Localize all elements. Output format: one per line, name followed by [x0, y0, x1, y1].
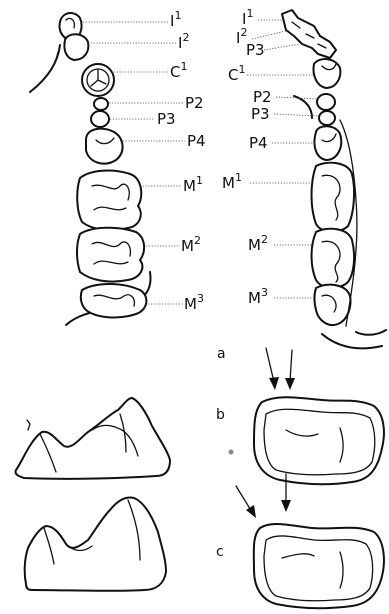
panel-label-a: a	[217, 346, 226, 362]
right-incisor-fragments	[282, 10, 336, 58]
right-m1-tooth	[312, 163, 355, 232]
right-label-m3: M3	[248, 286, 268, 307]
right-leader-lines	[247, 20, 319, 298]
left-label-p3: P3	[157, 110, 176, 128]
left-label-m2: M2	[181, 234, 201, 255]
right-label-m1: M1	[222, 171, 242, 192]
occlusal-crown-lower	[254, 524, 384, 608]
left-label-p2: P2	[185, 94, 204, 112]
right-label-p4: P4	[249, 134, 268, 152]
right-p2-tooth	[317, 94, 335, 110]
left-m1-tooth	[77, 171, 141, 230]
right-label-i1: I1	[242, 7, 253, 28]
stray-dot	[229, 450, 234, 455]
left-label-m1: M1	[183, 174, 203, 195]
left-label-i2: I2	[178, 31, 189, 52]
right-p4-tooth	[314, 126, 341, 160]
right-m2-tooth	[312, 229, 355, 288]
stray-mark	[27, 420, 30, 430]
right-label-p3: P3	[251, 105, 270, 123]
left-labels: I1 I2 C1 P2 P3 P4 M1 M2 M3	[157, 9, 206, 313]
left-label-c1: C1	[170, 60, 187, 81]
left-tooth-row	[30, 13, 151, 325]
left-label-m3: M3	[184, 292, 204, 313]
left-i2-tooth	[64, 34, 88, 60]
left-label-i1: I1	[170, 9, 181, 30]
left-m2-tooth	[77, 228, 144, 282]
left-m3-tooth	[81, 284, 147, 317]
left-label-p4: P4	[187, 132, 206, 150]
occlusal-crown-upper	[254, 397, 384, 484]
right-label-m2: M2	[248, 233, 268, 254]
left-p2-tooth	[94, 98, 108, 110]
left-p4-tooth	[86, 129, 123, 164]
right-label-c1: C1	[228, 63, 245, 84]
right-p3-tooth	[319, 111, 335, 125]
panel-label-b: b	[216, 407, 225, 423]
right-label-p3-upper: P3	[246, 41, 265, 59]
panel-label-c: c	[216, 544, 224, 560]
left-p3-tooth	[91, 111, 109, 127]
right-m3-tooth	[315, 285, 351, 325]
right-c1-tooth	[314, 59, 341, 88]
side-view-crown-lower	[25, 498, 166, 591]
right-labels: I1 I2 P3 C1 P2 P3 P4 M1 M2 M3	[222, 7, 272, 307]
side-view-crown-upper	[15, 398, 170, 479]
right-label-p2: P2	[253, 88, 272, 106]
